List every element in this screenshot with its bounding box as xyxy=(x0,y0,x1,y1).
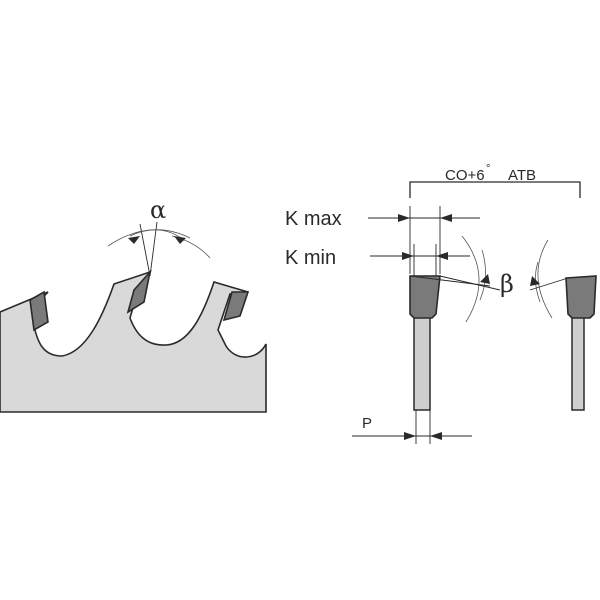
alpha-label: α xyxy=(150,196,166,224)
blade-profile: α xyxy=(0,196,267,413)
blade-body xyxy=(0,270,267,413)
front-tooth-right xyxy=(565,275,597,411)
k-min-dimension xyxy=(370,244,470,276)
front-tooth-left xyxy=(409,275,491,411)
grind-degree-label: ° xyxy=(486,163,490,175)
beta-angle-indicator xyxy=(439,235,569,323)
atb-bracket xyxy=(409,181,581,198)
tooth-right xyxy=(222,291,250,322)
k-min-label: K min xyxy=(285,247,336,269)
beta-label: β xyxy=(500,270,514,298)
alpha-angle-indicator xyxy=(107,221,211,277)
tooth-middle xyxy=(126,269,152,314)
k-max-label: K max xyxy=(285,208,342,230)
tooth-left xyxy=(29,290,49,332)
p-dimension xyxy=(352,410,472,444)
grind-type-label: ATB xyxy=(508,167,536,184)
k-max-dimension xyxy=(368,206,480,274)
p-label: P xyxy=(362,415,372,432)
grind-label: CO+6 xyxy=(445,167,485,184)
